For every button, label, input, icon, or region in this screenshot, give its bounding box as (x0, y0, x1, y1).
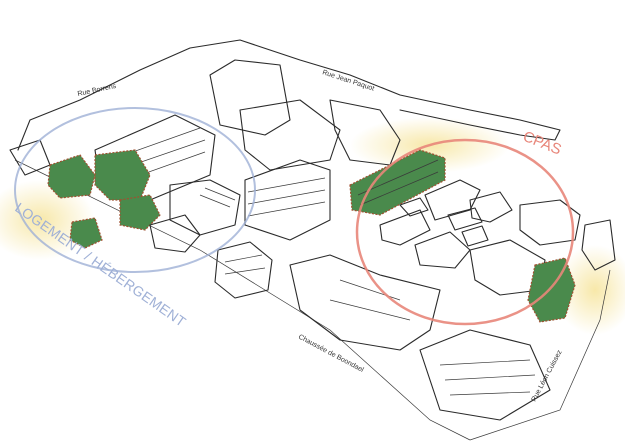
logement-buildings (47, 114, 273, 299)
building-cpas-north (349, 149, 446, 216)
building-cpas-teal-3 (469, 191, 513, 223)
building-left-white (169, 179, 241, 236)
building-south-complex (289, 254, 441, 351)
glow-right (555, 245, 625, 335)
building-logement-green-small (69, 217, 103, 249)
cpas-zone-label: CPAS (521, 128, 564, 159)
logement-zone-label: LOGEMENT / HÉBERGEMENT (12, 199, 189, 330)
building-cpas-pink-3 (461, 225, 489, 247)
building-cpas-teal-2 (424, 179, 481, 221)
building-far-east (581, 219, 616, 271)
building-cpas-teal-4 (414, 231, 471, 269)
building-cpas-north-windows (357, 159, 439, 206)
cpas-buildings (349, 149, 576, 323)
building-tower (239, 99, 341, 171)
building-stacked-lines (247, 177, 326, 217)
building-stacked (244, 159, 331, 241)
building-logement-teal-annex (149, 214, 201, 253)
building-south-inner (329, 279, 411, 321)
street-rue-borrens: Rue Borrens (77, 83, 117, 98)
building-east-beige (519, 199, 581, 246)
cpas-zone-ring (355, 138, 575, 326)
building-logement-green-south (119, 194, 161, 231)
building-bottom-right (419, 329, 551, 421)
building-logement-green-west (47, 154, 96, 199)
building-cpas-pink-1 (399, 197, 429, 217)
building-west-white (9, 139, 51, 176)
logement-zone-ring (14, 107, 256, 273)
street-chaussee-de-boondael: Chaussée de Boondael (297, 334, 365, 375)
site-outline (17, 39, 561, 151)
building-logement-green-center (94, 149, 151, 201)
building-cpas-teal-1 (379, 209, 431, 246)
site-ground (14, 159, 611, 441)
building-cpas-pink-2 (447, 207, 483, 231)
building-bottom-right-lines (439, 359, 536, 396)
building-cpas-green-east (527, 257, 576, 323)
street-rue-jean-paquot: Rue Jean Paquot (321, 69, 375, 92)
building-tall-block (209, 59, 291, 136)
building-left-roof-lines (199, 187, 236, 208)
building-logement-teal-south-windows (224, 254, 266, 275)
building-logement-teal-south (214, 241, 273, 299)
